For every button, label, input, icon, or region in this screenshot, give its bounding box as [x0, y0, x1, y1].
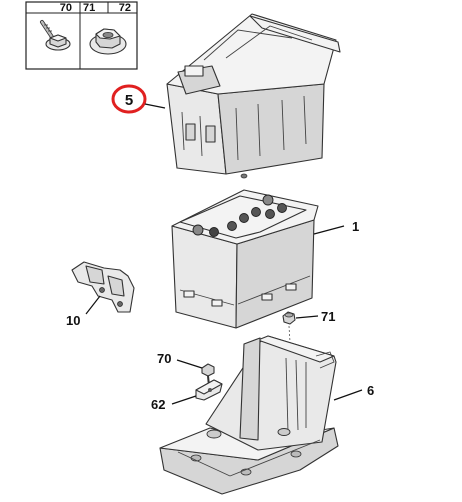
legend-number-70: 70 [60, 2, 72, 14]
callout-10: 10 [66, 295, 101, 328]
callout-label-1: 1 [352, 219, 359, 234]
callout-71: 71 [295, 309, 335, 324]
callout-label-10: 10 [66, 313, 80, 328]
battery-cover [166, 13, 341, 179]
legend-number-71: 71 [83, 2, 95, 14]
callout-label-6: 6 [367, 383, 374, 398]
nut [282, 311, 296, 343]
callout-5: 5 [111, 84, 166, 114]
legend-number-72: 72 [119, 2, 131, 14]
bracket [71, 261, 135, 313]
callout-6: 6 [333, 383, 374, 401]
callout-70: 70 [157, 351, 203, 369]
clamp [195, 379, 223, 401]
callout-label-62: 62 [151, 397, 165, 412]
callout-label-71: 71 [321, 309, 335, 324]
fastener-legend-box: 70 71 72 [25, 1, 138, 70]
callout-label-5: 5 [125, 92, 133, 109]
flange-nut-icon [89, 28, 127, 55]
screw-with-washer-icon [40, 20, 71, 51]
callout-1: 1 [313, 219, 359, 235]
screw [201, 363, 215, 387]
callout-label-70: 70 [157, 351, 171, 366]
battery [171, 189, 319, 329]
callout-62: 62 [151, 395, 197, 412]
battery-tray [159, 335, 339, 495]
callout-highlight-ring [111, 84, 147, 114]
